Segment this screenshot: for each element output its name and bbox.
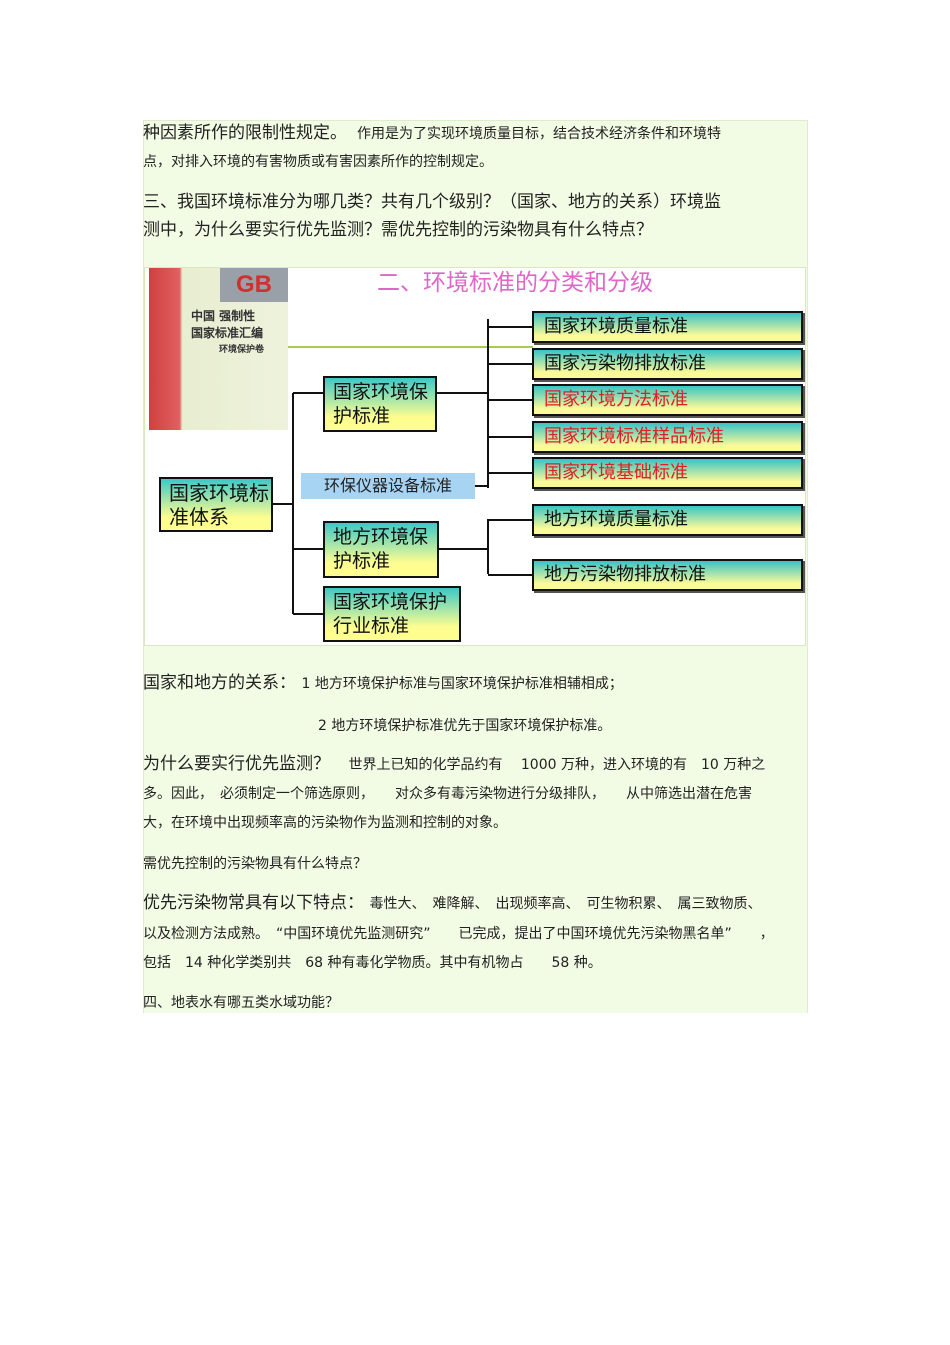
question-heading: 测中，为什么要实行优先监测？需优先控制的污染物具有什么特点？	[143, 220, 653, 240]
text-line: 国家和地方的关系： 1 地方环境保护标准与国家环境保护标准相辅相成；	[143, 673, 623, 694]
divider	[288, 346, 533, 348]
text: 中国 强制性	[191, 309, 256, 323]
text: 国家和地方的关系：	[143, 673, 288, 693]
text-line: 2 地方环境保护标准优先于国家环境保护标准。	[318, 718, 612, 734]
national-item: 国家环境方法标准	[532, 384, 803, 416]
text-line: 包括 14 种化学类别共 68 种有毒化学物质。其中有机物占 58 种。	[143, 955, 602, 971]
book-cover-image: GB 中国 强制性 国家标准汇编 环境保护卷	[149, 268, 288, 430]
local-item: 地方污染物排放标准	[532, 559, 803, 591]
gb-logo: GB	[220, 268, 288, 302]
national-item: 国家环境基础标准	[532, 457, 803, 489]
text-line: 点，对排入环境的有害物质或有害因素所作的控制规定。	[143, 154, 493, 170]
text: 为什么要实行优先监测？	[143, 754, 330, 774]
text: 种因素所作的限制性规定。	[143, 123, 339, 143]
local-box: 地方环境保护标准	[323, 521, 439, 578]
text: 毒性大、 难降解、 出现频率高、 可生物积累、 属三致物质、	[369, 896, 762, 912]
root-box: 国家环境标准体系	[159, 477, 273, 532]
national-item: 国家污染物排放标准	[532, 348, 803, 380]
connector-lines	[273, 319, 532, 615]
local-item: 地方环境质量标准	[532, 504, 803, 536]
text: 优先污染物常具有以下特点：	[143, 893, 356, 913]
text: 作用是为了实现环境质量目标，结合技术经济条件和环境特	[356, 126, 721, 142]
text: 国家标准汇编	[191, 326, 264, 340]
text: 环境保护卷	[219, 345, 265, 355]
national-item: 国家环境质量标准	[532, 311, 803, 343]
text: 世界上已知的化学品约有 1000 万种，进入环境的有 10 万种之	[348, 757, 766, 773]
text-line: 多。因此， 必须制定一个筛选原则， 对众多有毒污染物进行分级排队， 从中筛选出潜…	[143, 786, 752, 802]
industry-box: 国家环境保护行业标准	[323, 586, 461, 642]
text-line: 四、地表水有哪五类水域功能？	[143, 995, 339, 1011]
diagram-title: 二、环境标准的分类和分级	[377, 270, 653, 296]
text-line: 优先污染物常具有以下特点： 毒性大、 难降解、 出现频率高、 可生物积累、 属三…	[143, 893, 762, 914]
text-line: 需优先控制的污染物具有什么特点？	[143, 856, 367, 872]
text-line: 为什么要实行优先监测？ 世界上已知的化学品约有 1000 万种，进入环境的有 1…	[143, 754, 765, 775]
question-heading: 三、我国环境标准分为哪几类？共有几个级别？（国家、地方的关系）环境监	[143, 192, 721, 212]
instrument-label: 环保仪器设备标准	[301, 473, 475, 499]
national-box: 国家环境保护标准	[323, 376, 437, 432]
standards-diagram: GB 中国 强制性 国家标准汇编 环境保护卷 二、环境标准的分类和分级 国家环境…	[144, 267, 806, 646]
national-item: 国家环境标准样品标准	[532, 421, 803, 453]
book-title: 中国 强制性 国家标准汇编 环境保护卷	[191, 308, 264, 359]
text: 1 地方环境保护标准与国家环境保护标准相辅相成；	[301, 676, 623, 692]
text-line: 大，在环境中出现频率高的污染物作为监测和控制的对象。	[143, 815, 507, 831]
text-line: 种因素所作的限制性规定。 作用是为了实现环境质量目标，结合技术经济条件和环境特	[143, 123, 721, 144]
text-line: 以及检测方法成熟。 “中国环境优先监测研究” 已完成，提出了中国环境优先污染物黑…	[143, 926, 774, 942]
